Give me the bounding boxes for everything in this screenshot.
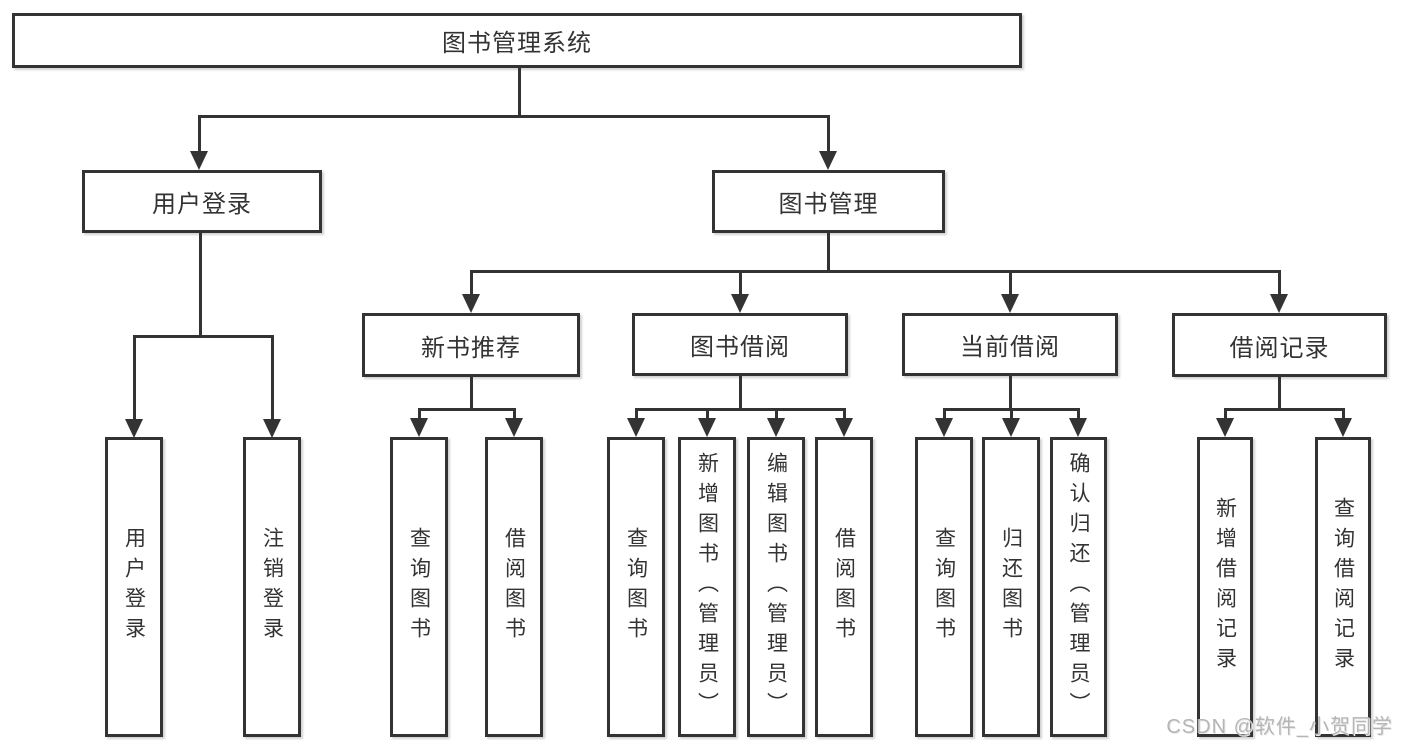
connector-user-login-stem [199, 233, 202, 335]
arrow-down-icon [125, 419, 143, 438]
connector-to-book-management [827, 115, 830, 153]
leaf-label: 用户登录 [122, 527, 146, 647]
node-label: 图书管理系统 [442, 30, 592, 57]
connector-borrow-records-stem [1278, 377, 1281, 408]
connector-borrow-records-branch [1224, 408, 1345, 411]
arrow-down-icon [731, 294, 749, 313]
node-book-borrow: 图书借阅 [632, 313, 848, 376]
connector-new-book-branch [418, 408, 516, 411]
arrow-down-icon [819, 151, 837, 170]
leaf-label: 查询图书 [624, 527, 648, 647]
node-borrow-records: 借阅记录 [1172, 313, 1387, 377]
arrow-down-icon [627, 418, 645, 437]
connector-to-leaf [513, 408, 516, 421]
leaf-label: 新增借阅记录 [1213, 497, 1237, 677]
arrow-down-icon [698, 418, 716, 437]
arrow-down-icon [1001, 294, 1019, 313]
leaf-label: 查询借阅记录 [1331, 497, 1355, 677]
leaf-label: 注销登录 [260, 527, 284, 647]
arrow-down-icon [1069, 418, 1087, 437]
arrow-down-icon [1270, 294, 1288, 313]
arrow-down-icon [410, 418, 428, 437]
leaf-label: 借阅图书 [832, 527, 856, 647]
leaf-label: 新增图书（管理员） [695, 452, 719, 722]
connector-to-current-borrow [1009, 270, 1012, 297]
leaf-add-borrow-record: 新增借阅记录 [1197, 437, 1253, 737]
connector-to-leaf [1224, 408, 1227, 421]
connector-to-leaf [706, 408, 709, 421]
connector-book-borrow-branch [635, 408, 846, 411]
connector-to-new-book [470, 270, 473, 297]
csdn-watermark: CSDN @软件_小贺同学 [1166, 716, 1393, 738]
node-label: 用户登录 [152, 191, 252, 218]
connector-book-mgmt-branch [470, 270, 1281, 273]
arrow-down-icon [462, 294, 480, 313]
connector-to-leaf [1342, 408, 1345, 421]
connector-to-leaf [775, 408, 778, 421]
leaf-edit-books-admin: 编辑图书（管理员） [747, 437, 805, 737]
node-label: 图书管理 [778, 191, 879, 218]
connector-to-leaf [943, 408, 946, 421]
arrow-down-icon [190, 151, 208, 170]
leaf-logout: 注销登录 [243, 437, 301, 737]
leaf-label: 确认归还（管理员） [1067, 452, 1090, 722]
node-new-book-recommend: 新书推荐 [362, 313, 580, 377]
leaf-return-books: 归还图书 [982, 437, 1040, 737]
connector-to-leaf [1077, 408, 1080, 421]
arrow-down-icon [1334, 418, 1352, 437]
connector-to-leaf [1010, 408, 1013, 421]
leaf-query-books-borrow: 查询图书 [607, 437, 665, 737]
connector-to-borrow-records [1278, 270, 1281, 297]
connector-to-leaf [635, 408, 638, 421]
connector-to-leaf [418, 408, 421, 421]
arrow-down-icon [835, 418, 853, 437]
connector-user-login-branch [133, 335, 274, 338]
leaf-borrow-books: 借阅图书 [815, 437, 873, 737]
node-user-login: 用户登录 [82, 170, 322, 233]
node-book-management: 图书管理 [712, 170, 945, 233]
leaf-user-login: 用户登录 [105, 437, 163, 737]
leaf-query-borrow-record: 查询借阅记录 [1315, 437, 1371, 737]
leaf-borrow-books-recommend: 借阅图书 [485, 437, 543, 737]
leaf-query-books-recommend: 查询图书 [390, 437, 448, 737]
connector-book-mgmt-stem [827, 233, 830, 270]
arrow-down-icon [767, 418, 785, 437]
leaf-query-books-current: 查询图书 [915, 437, 973, 737]
connector-root-branch [198, 115, 830, 118]
node-label: 借阅记录 [1229, 334, 1330, 362]
leaf-label: 编辑图书（管理员） [764, 452, 788, 722]
node-label: 新书推荐 [421, 334, 521, 362]
connector-new-book-stem [470, 377, 473, 408]
leaf-label: 归还图书 [999, 527, 1023, 647]
leaf-label: 查询图书 [932, 527, 956, 647]
node-library-management-system: 图书管理系统 [12, 13, 1022, 68]
arrow-down-icon [935, 418, 953, 437]
leaf-label: 查询图书 [407, 527, 431, 647]
connector-to-leaf [843, 408, 846, 421]
arrow-down-icon [1216, 418, 1234, 437]
leaf-add-books-admin: 新增图书（管理员） [678, 437, 736, 737]
connector-to-book-borrow [739, 270, 742, 297]
connector-root-stem [518, 68, 521, 115]
connector-to-leaf [271, 335, 274, 421]
leaf-label: 借阅图书 [502, 527, 526, 647]
leaf-confirm-return-admin: 确认归还（管理员） [1050, 437, 1107, 737]
arrow-down-icon [263, 419, 281, 438]
arrow-down-icon [505, 418, 523, 437]
connector-to-user-login [198, 115, 201, 153]
connector-to-leaf [133, 335, 136, 421]
node-current-borrow: 当前借阅 [902, 313, 1118, 376]
node-label: 图书借阅 [690, 334, 790, 361]
connector-current-borrow-stem [1009, 376, 1012, 408]
node-label: 当前借阅 [960, 334, 1060, 361]
arrow-down-icon [1002, 418, 1020, 437]
connector-book-borrow-stem [739, 376, 742, 408]
